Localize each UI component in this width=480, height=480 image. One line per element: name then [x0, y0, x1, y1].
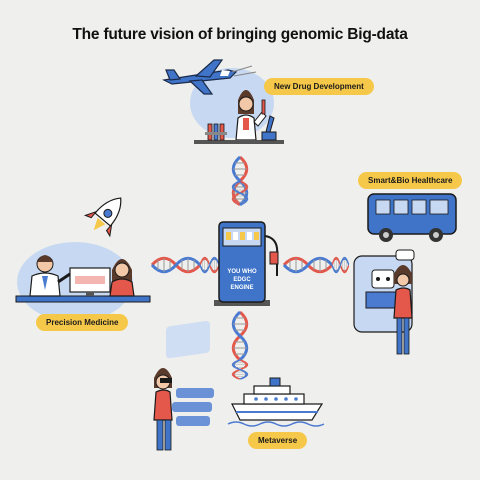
page-title: The future vision of bringing genomic Bi…: [72, 26, 408, 43]
ship-icon: [227, 377, 325, 427]
test-tubes-icon: [205, 123, 227, 141]
dna-icon-bottom: [231, 310, 249, 381]
label-smart-bio-healthcare: Smart&Bio Healthcare: [358, 172, 463, 189]
dna-icon-right: [282, 256, 351, 274]
smart-healthcare-scene: [353, 249, 415, 355]
rocket-icon: [83, 197, 122, 238]
scientist-figure: [235, 90, 267, 141]
monitor-icon: [69, 267, 111, 296]
vr-headset-icon: [160, 378, 172, 383]
new-drug-scene: [162, 59, 284, 144]
label-precision-medicine: Precision Medicine: [36, 314, 129, 331]
label-new-drug-development: New Drug Development: [264, 78, 374, 95]
dna-icon-left: [150, 256, 221, 274]
bus-icon: [367, 193, 457, 242]
lab-bench: [194, 140, 284, 144]
vr-panel: [176, 388, 214, 398]
edgc-engine-pump: [214, 221, 279, 306]
dna-icon-top: [231, 155, 249, 207]
patient-figure: [109, 259, 135, 297]
label-metaverse: Metaverse: [248, 432, 308, 449]
jet-icon: [162, 59, 257, 95]
precision-medicine-scene: [15, 197, 151, 322]
vr-user-scene: [153, 321, 214, 451]
doctor-figure: [29, 255, 71, 297]
engine-line1: YOU WHO: [227, 269, 257, 275]
engine-line3: ENGINE: [230, 285, 253, 291]
engine-line2: EDGC: [233, 277, 251, 283]
chat-bubble-icon: [395, 249, 415, 261]
microscope-icon: [261, 115, 277, 141]
